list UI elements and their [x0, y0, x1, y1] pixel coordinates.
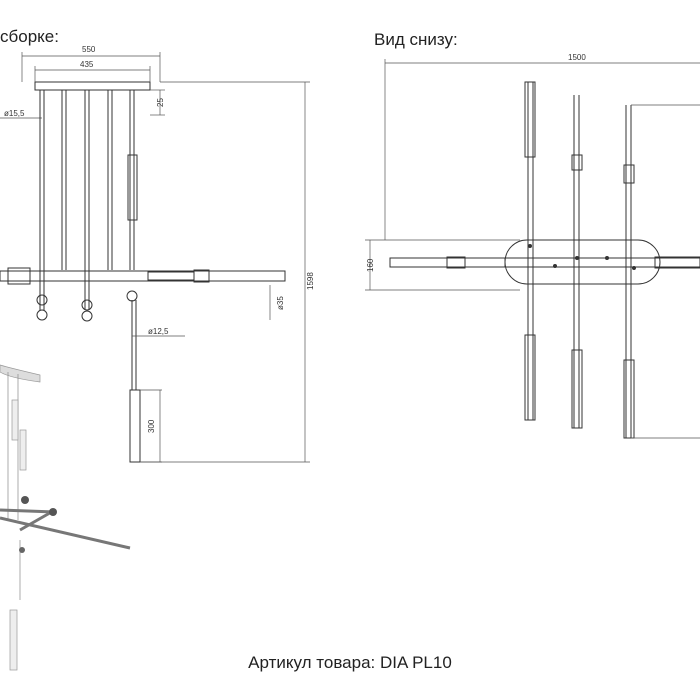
dim-550: 550 — [82, 45, 96, 54]
dim-35: ø35 — [276, 296, 285, 310]
canopy — [34, 81, 151, 91]
product-article-caption: Артикул товара: DIA PL10 — [248, 653, 452, 672]
dim-25: 25 — [156, 98, 165, 107]
dim-1500: 1500 — [568, 53, 586, 62]
side-view-heading: сборке: — [0, 27, 59, 46]
dim-1598: 1598 — [306, 272, 315, 290]
dim-12-5: ø12,5 — [148, 327, 169, 336]
dim-15-5: ø15,5 — [4, 109, 25, 118]
dim-300: 300 — [147, 419, 156, 433]
dim-160: 160 — [366, 258, 375, 272]
dim-435: 435 — [80, 60, 94, 69]
bottom-view-heading: Вид снизу: — [374, 30, 458, 49]
perspective-sketch — [0, 364, 131, 671]
bottom-view-drawing: 1500 160 — [365, 53, 700, 439]
side-view-drawing: 550 435 25 ø15,5 — [0, 45, 315, 463]
